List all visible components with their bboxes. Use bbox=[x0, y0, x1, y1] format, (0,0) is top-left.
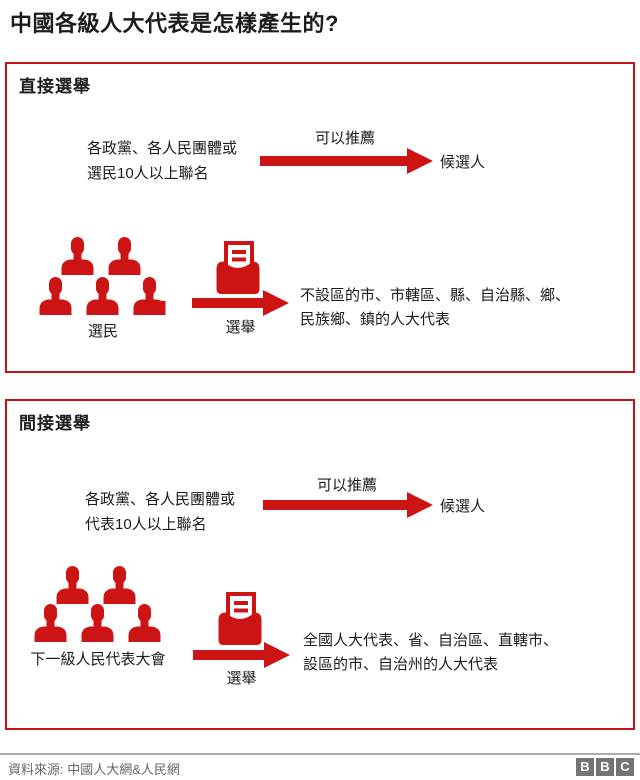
source-text: 資料來源: 中國人大網&人民網 bbox=[8, 762, 180, 777]
person-icon bbox=[128, 604, 161, 642]
recommend-label: 可以推薦 bbox=[316, 477, 377, 494]
arrow-head bbox=[264, 642, 290, 668]
proposer-line1: 各政黨、各人民團體或 bbox=[85, 491, 236, 508]
section-header-indirect: 間接選舉 bbox=[19, 414, 91, 433]
arrow-head bbox=[407, 492, 433, 518]
bbc-logo-letter: C bbox=[616, 758, 634, 776]
arrow-right-icon bbox=[260, 148, 433, 174]
elect-label: 選舉 bbox=[226, 670, 257, 687]
elect-label: 選舉 bbox=[225, 319, 256, 336]
arrow-right-icon bbox=[192, 290, 289, 316]
section-header-direct: 直接選舉 bbox=[19, 77, 91, 96]
panel-indirect-election: 間接選舉 各政黨、各人民團體或 代表10人以上聯名 可以推薦 候選人 下一級人民… bbox=[5, 399, 635, 730]
election-result-line2: 設區的市、自治州的人大代表 bbox=[303, 656, 499, 673]
proposer-text: 各政黨、各人民團體或 代表10人以上聯名 bbox=[85, 487, 235, 537]
arrow-shaft bbox=[192, 298, 265, 308]
candidate-label: 候選人 bbox=[440, 154, 486, 171]
election-result-line1: 不設區的市、市轄區、縣、自治縣、鄉、 bbox=[300, 287, 571, 304]
proposer-line2: 選民10人以上聯名 bbox=[87, 165, 209, 182]
electors-label: 選民 bbox=[87, 323, 118, 340]
election-result-line2: 民族鄉、鎮的人大代表 bbox=[300, 311, 451, 328]
page-title: 中國各級人大代表是怎樣產生的? bbox=[10, 11, 339, 36]
bbc-logo-letter: B bbox=[596, 758, 614, 776]
person-icon bbox=[108, 237, 141, 275]
electors-label: 下一級人民代表大會 bbox=[30, 651, 166, 668]
person-icon bbox=[81, 604, 114, 642]
arrow-shaft bbox=[260, 156, 409, 166]
candidate-label: 候選人 bbox=[440, 498, 486, 515]
proposer-line2: 代表10人以上聯名 bbox=[85, 516, 207, 533]
election-result-text: 全國人大代表、省、自治區、直轄市、 設區的市、自治州的人大代表 bbox=[303, 629, 558, 677]
election-result-text: 不設區的市、市轄區、縣、自治縣、鄉、 民族鄉、鎮的人大代表 bbox=[300, 284, 570, 332]
person-icon bbox=[61, 237, 94, 275]
arrow-right-icon bbox=[193, 642, 290, 668]
footer-divider bbox=[0, 753, 640, 755]
ballot-box-icon bbox=[218, 592, 262, 645]
proposer-text: 各政黨、各人民團體或 選民10人以上聯名 bbox=[87, 136, 237, 186]
person-icon bbox=[103, 566, 136, 604]
arrow-shaft bbox=[193, 650, 266, 660]
person-icon bbox=[34, 604, 67, 642]
person-icon bbox=[133, 277, 166, 315]
bbc-logo: B B C bbox=[576, 758, 634, 776]
arrow-right-icon bbox=[263, 492, 433, 518]
person-icon bbox=[86, 277, 119, 315]
recommend-label: 可以推薦 bbox=[314, 130, 375, 147]
ballot-box-icon bbox=[216, 241, 260, 294]
person-icon bbox=[56, 566, 89, 604]
bbc-logo-letter: B bbox=[576, 758, 594, 776]
election-result-line1: 全國人大代表、省、自治區、直轄市、 bbox=[303, 632, 559, 649]
person-icon bbox=[39, 277, 72, 315]
panel-direct-election: 直接選舉 各政黨、各人民團體或 選民10人以上聯名 可以推薦 候選人 選民 bbox=[5, 62, 635, 373]
arrow-head bbox=[407, 148, 433, 174]
arrow-head bbox=[263, 290, 289, 316]
arrow-shaft bbox=[263, 500, 409, 510]
proposer-line1: 各政黨、各人民團體或 bbox=[87, 140, 238, 157]
